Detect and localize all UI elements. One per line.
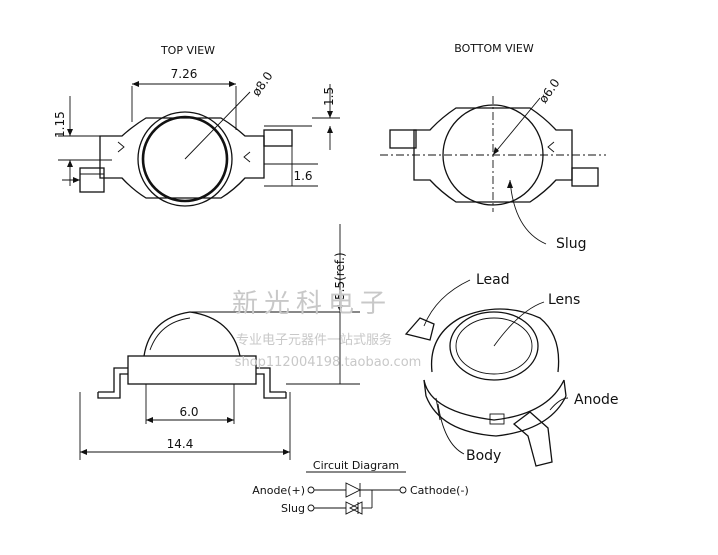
side-view-slug-width: 6.0: [179, 405, 198, 419]
watermark: 新光科电子 专业电子元器件一站式服务 shop112004198.taobao.…: [232, 289, 421, 370]
lens-callout-leader: [493, 301, 545, 347]
circuit-title: Circuit Diagram: [313, 459, 399, 472]
top-view-lens-diameter: ø8.0: [249, 69, 276, 99]
iso-body-top-ring: [430, 308, 560, 373]
top-view-width-label: 7.26: [171, 67, 198, 81]
iso-lead: [404, 317, 435, 341]
top-view-title: TOP VIEW: [160, 44, 215, 57]
callout-lens: Lens: [548, 292, 580, 308]
side-view: 5.5(ref.) 6.0 14.4: [79, 224, 360, 460]
iso-lens: [449, 311, 539, 381]
top-view-lead-width: 1.6: [293, 169, 312, 183]
iso-body-base: [425, 395, 567, 437]
top-view-lens-outer: [137, 111, 233, 207]
iso-marking: [489, 413, 505, 425]
side-view-overall-length: 14.4: [167, 437, 194, 451]
watermark-sub: 专业电子元器件一站式服务: [236, 332, 392, 348]
isometric-view: Lead Lens Anode Body: [404, 272, 619, 467]
top-view-diameter-leader: [184, 91, 251, 160]
body-callout-leader: [437, 403, 465, 455]
watermark-main: 新光科电子: [232, 289, 392, 319]
top-view-right-lead: [263, 129, 293, 147]
side-view-body: [127, 355, 257, 385]
bottom-view-polarity-mark: [547, 141, 555, 153]
circuit-anode-label: Anode(+): [252, 484, 305, 497]
side-view-height-ref: 5.5(ref.): [333, 252, 347, 300]
side-view-left-lead: [98, 367, 128, 393]
watermark-url: shop112004198.taobao.com: [235, 355, 422, 370]
top-view-body-outline: [99, 117, 265, 199]
bottom-view-right-lead: [571, 167, 599, 187]
anode-terminal: [307, 486, 315, 494]
callout-slug: Slug: [556, 236, 587, 252]
lead-callout-leader: [423, 279, 471, 327]
iso-anode-lead: [512, 411, 553, 467]
bottom-view-body-outline: [413, 107, 573, 203]
top-view: TOP VIEW ø8.0 7.26 1.5: [53, 44, 340, 207]
callout-anode: Anode: [574, 392, 619, 408]
side-view-right-lead: [256, 367, 286, 393]
circuit-slug-label: Slug: [281, 502, 305, 515]
bottom-view-left-lead: [389, 129, 417, 149]
bottom-view-title: BOTTOM VIEW: [454, 42, 534, 55]
bottom-view: BOTTOM VIEW ø6.0 Slug: [380, 42, 606, 252]
top-view-height-1-15: 1.15: [53, 111, 67, 138]
top-view-lens: [141, 115, 229, 203]
callout-lead: Lead: [476, 272, 510, 288]
top-view-height-1-5: 1.5: [322, 87, 336, 106]
top-view-polarity-mark-right: [243, 151, 251, 163]
slug-terminal: [307, 504, 315, 512]
anode-callout-leader: [549, 397, 569, 411]
led-symbol: [345, 482, 362, 498]
top-view-polarity-mark-left: [117, 141, 125, 153]
bottom-view-slug-diameter: ø6.0: [536, 76, 563, 106]
slug-callout-leader: [509, 179, 547, 245]
callout-body: Body: [466, 448, 501, 464]
cathode-terminal: [399, 486, 407, 494]
circuit-diagram: Circuit Diagram Anode(+) Cathode(-) Slug: [252, 459, 469, 515]
tvs-diode-symbol: [345, 501, 360, 515]
circuit-cathode-label: Cathode(-): [410, 484, 469, 497]
